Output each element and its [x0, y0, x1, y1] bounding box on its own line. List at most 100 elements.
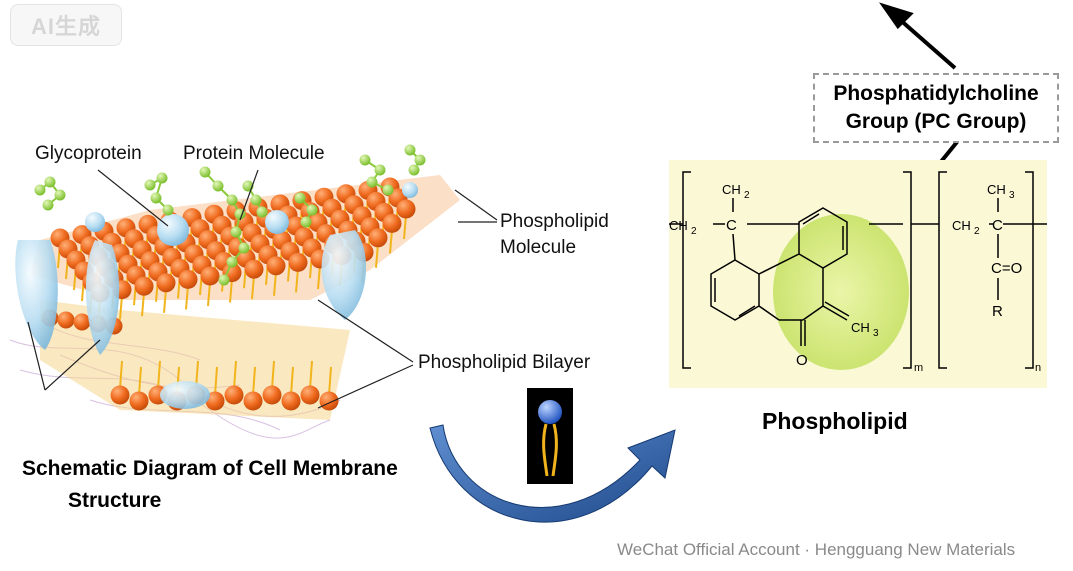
lipid-head [243, 391, 263, 411]
lipid-tail [207, 281, 211, 307]
footer-attribution: WeChat Official Account · Hengguang New … [617, 540, 1016, 559]
glyco-bead [230, 226, 242, 238]
lipid-tail [317, 264, 321, 290]
lipid-tail [214, 366, 218, 396]
lipid-head [281, 391, 301, 411]
lipid-tail [389, 229, 393, 254]
lipid-head [205, 391, 225, 411]
ch3-top-text: CH [987, 182, 1006, 197]
glyco-bead [218, 274, 230, 286]
glyco-bead [156, 172, 168, 184]
phospholipid-icon [527, 388, 573, 484]
glyco-bead [226, 256, 238, 268]
lipid-tail [229, 278, 233, 303]
lipid-tail [251, 275, 255, 300]
pc-group-line1: Phosphatidylcholine [833, 82, 1039, 105]
phospholipid-bilayer-label: Phospholipid Bilayer [418, 352, 591, 373]
ch3-top-sub: 3 [1009, 190, 1015, 201]
lipid-tail [138, 366, 142, 396]
pc-highlight [773, 214, 909, 370]
glyco-bead [382, 184, 394, 196]
lipid-tail [309, 360, 313, 390]
glyco-bead [306, 204, 318, 216]
glyco-bead [212, 180, 224, 192]
lipid-head [300, 385, 320, 405]
lipid-tail [119, 295, 123, 320]
phospholipid-title: Phospholipid [762, 408, 908, 434]
transmembrane-proteins [15, 182, 418, 409]
lipid-tail [141, 292, 145, 317]
lipid-tail [290, 366, 294, 396]
exo-ch3-sub: 3 [873, 328, 879, 339]
chemical-structure: CH 2 C CH 2 O CH 3 m CH 2 C CH 3 C=O R n [669, 171, 1047, 374]
ch2-right-sub: 2 [974, 226, 980, 237]
pc-group-line2: Group (PC Group) [845, 110, 1027, 133]
phospholipid-molecule-icon [538, 400, 562, 477]
lipid-head [200, 266, 220, 286]
pc-group-box: Phosphatidylcholine Group (PC Group) [813, 73, 1059, 143]
leader-lines [27, 169, 498, 409]
ch2-top-sub: 2 [744, 190, 750, 201]
lipid-head [156, 273, 176, 293]
ch2-right-text: CH [952, 218, 971, 233]
lipid-head [178, 269, 198, 289]
glyco-bead [300, 216, 312, 228]
glyco-bead [414, 154, 426, 166]
glyco-bead [359, 154, 371, 166]
lipid-head [57, 311, 75, 329]
lipid-head [382, 213, 402, 233]
lipid-tail [252, 366, 256, 396]
glyco-bead [162, 204, 174, 216]
phospholipid-molecule-label-line1: Phospholipid [500, 211, 609, 232]
lipid-tail [119, 360, 123, 390]
glyco-bead [144, 179, 156, 191]
membrane-caption-line1: Schematic Diagram of Cell Membrane [22, 457, 398, 480]
m-subscript: m [914, 362, 923, 374]
lipid-tail [163, 288, 167, 313]
glycoprotein-chains [34, 144, 426, 286]
ai-generated-badge: AI生成 [10, 4, 122, 46]
lipid-tail [271, 360, 275, 390]
lipid-tail [375, 243, 379, 268]
lipid-head [396, 199, 416, 219]
lipid-head [73, 313, 91, 331]
glyco-bead [404, 144, 416, 156]
lipid-tail [233, 360, 237, 390]
glyco-bead [238, 242, 250, 254]
glyco-bead [366, 176, 378, 188]
glyco-bead [150, 192, 162, 204]
glyco-bead [256, 206, 268, 218]
ch2-left-text: CH [669, 218, 688, 233]
glyco-bead [294, 192, 306, 204]
ch2-left-sub: 2 [691, 226, 697, 237]
lipid-head [244, 259, 264, 279]
glyco-bead [250, 194, 262, 206]
carbonyl-o-text: O [796, 352, 808, 369]
glyco-bead [54, 189, 66, 201]
lipid-head [129, 391, 149, 411]
glyco-bead [199, 166, 211, 178]
n-subscript: n [1035, 362, 1041, 374]
glyco-bead [42, 199, 54, 211]
lipid-head [368, 228, 388, 248]
lipid-head [288, 252, 308, 272]
protein-molecule-label: Protein Molecule [183, 143, 325, 164]
glycoprotein-label: Glycoprotein [35, 143, 142, 164]
lipid-tail [273, 271, 277, 296]
lipid-tail [295, 268, 299, 293]
glyco-bead [374, 164, 386, 176]
exo-ch3-text: CH [851, 320, 870, 335]
membrane-caption-line2: Structure [68, 489, 162, 512]
lipid-tail [157, 360, 161, 390]
glyco-bead [44, 176, 56, 188]
ch2-top-text: CH [722, 182, 741, 197]
c-eq-o-text: C=O [991, 260, 1022, 277]
lipid-head [134, 276, 154, 296]
c-left-text: C [726, 217, 737, 234]
glyco-bead [408, 164, 420, 176]
phospholipid-molecule-label-line2: Molecule [500, 237, 577, 258]
c-right-text: C [992, 217, 1003, 234]
glyco-bead [34, 184, 46, 196]
lipid-head [319, 391, 339, 411]
